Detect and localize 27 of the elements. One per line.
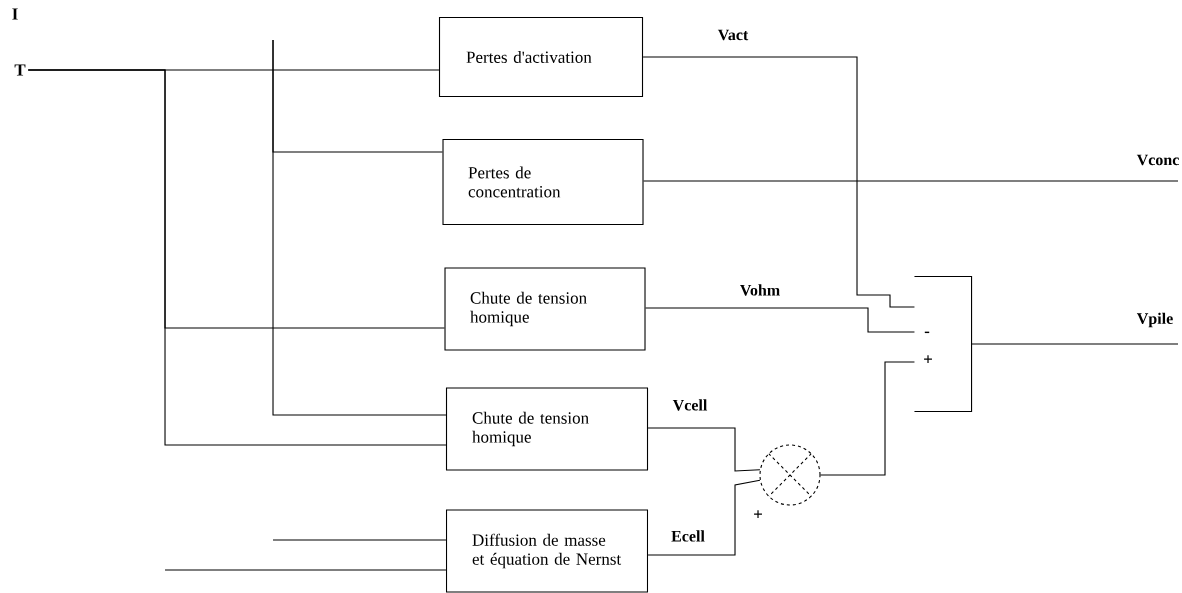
signal-label: Ecell [670, 529, 706, 543]
multiplier-circle [759, 444, 821, 506]
signal-label: Vact [716, 28, 750, 42]
connector [164, 569, 447, 571]
connector [272, 539, 447, 541]
connector [820, 361, 915, 476]
connector [647, 479, 761, 556]
input-label: I [12, 8, 18, 20]
input-label: T [14, 64, 26, 76]
connector [27, 69, 447, 446]
connector [971, 343, 1179, 345]
connector [647, 427, 761, 472]
process-box: Diffusion de masse et équation de Nernst [445, 509, 649, 593]
signal-label: Vconc [1135, 153, 1181, 167]
process-box: Pertes de concentration [442, 138, 644, 226]
connector [272, 39, 447, 416]
connector [643, 180, 1179, 182]
signal-label: Vohm [738, 283, 782, 297]
process-box: Chute de tension homique [445, 387, 649, 471]
connector [642, 56, 915, 308]
process-box: Chute de tension homique [444, 267, 646, 351]
signal-label: Vcell [671, 398, 709, 412]
sign-label: + [754, 510, 762, 519]
connector [645, 307, 915, 333]
signal-label: Vpile [1135, 311, 1175, 329]
summing-block: - + [913, 275, 973, 413]
process-box: Pertes d'activation [438, 16, 644, 98]
